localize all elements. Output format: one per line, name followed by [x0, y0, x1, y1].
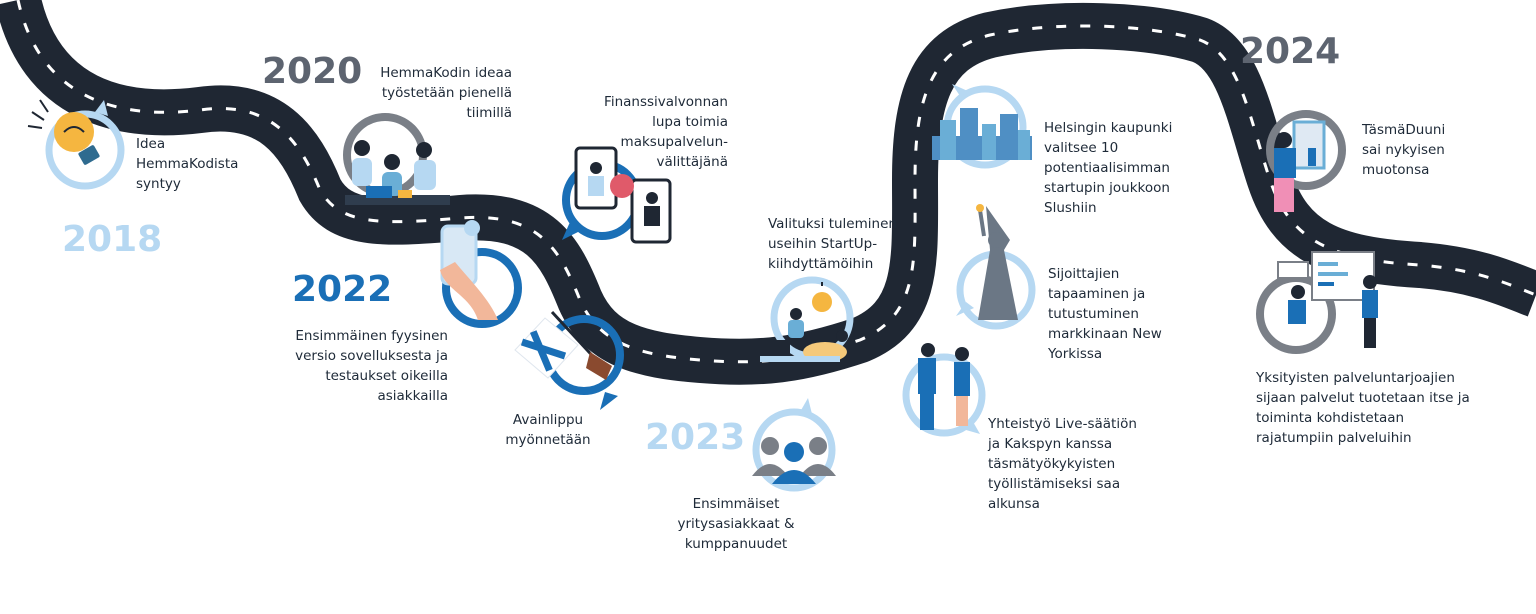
milestone-investors: Sijoittajien tapaaminen ja tutustuminen … [1048, 266, 1162, 362]
milestone-license: Finanssivalvonnan lupa toimia maksupalve… [604, 94, 728, 170]
handshake-people-icon [902, 343, 986, 437]
hand-holding-phone-icon [440, 220, 522, 328]
team-meeting-icon [343, 113, 450, 205]
milestone-prototype: Ensimmäinen fyysinen versio sovelluksest… [295, 328, 448, 404]
milestone-cooperation: Yhteistyö Live-säätiön ja Kakspyn kanssa… [988, 416, 1137, 512]
milestone-own-services: Yksityisten palveluntarjoajien sijaan pa… [1256, 370, 1470, 446]
milestone-helsinki: Helsingin kaupunki valitsee 10 potentiaa… [1044, 120, 1173, 216]
year-2022: 2022 [292, 269, 393, 310]
milestone-accelerators: Valituksi tuleminen useihin StartUp- kii… [768, 216, 897, 272]
dashboard-workers-icon [1256, 251, 1378, 354]
milestone-team: HemmaKodin ideaa työstetään pienellä tii… [380, 65, 512, 121]
phone-handshake-icon [562, 146, 672, 244]
milestone-tasmaduuni: TäsmäDuuni sai nykyisen muotonsa [1362, 122, 1446, 178]
milestone-idea: Idea HemmaKodista syntyy [136, 136, 239, 192]
finnish-flag-icon [514, 310, 624, 410]
year-2018: 2018 [62, 219, 163, 260]
city-skyline-icon [932, 84, 1032, 169]
road-center-dashes [16, 0, 1536, 364]
milestone-first-clients: Ensimmäiset yritysasiakkaat & kumppanuud… [677, 496, 795, 552]
year-2020: 2020 [262, 51, 363, 92]
year-2024: 2024 [1240, 31, 1341, 72]
startup-team-icon [760, 276, 854, 362]
year-2023: 2023 [645, 417, 746, 458]
worker-window-icon [1266, 110, 1346, 212]
lightbulb-icon [27, 99, 125, 190]
people-group-icon [752, 398, 836, 492]
statue-of-liberty-icon [956, 204, 1036, 330]
milestone-key-flag: Avainlippu myönnetään [505, 412, 591, 448]
